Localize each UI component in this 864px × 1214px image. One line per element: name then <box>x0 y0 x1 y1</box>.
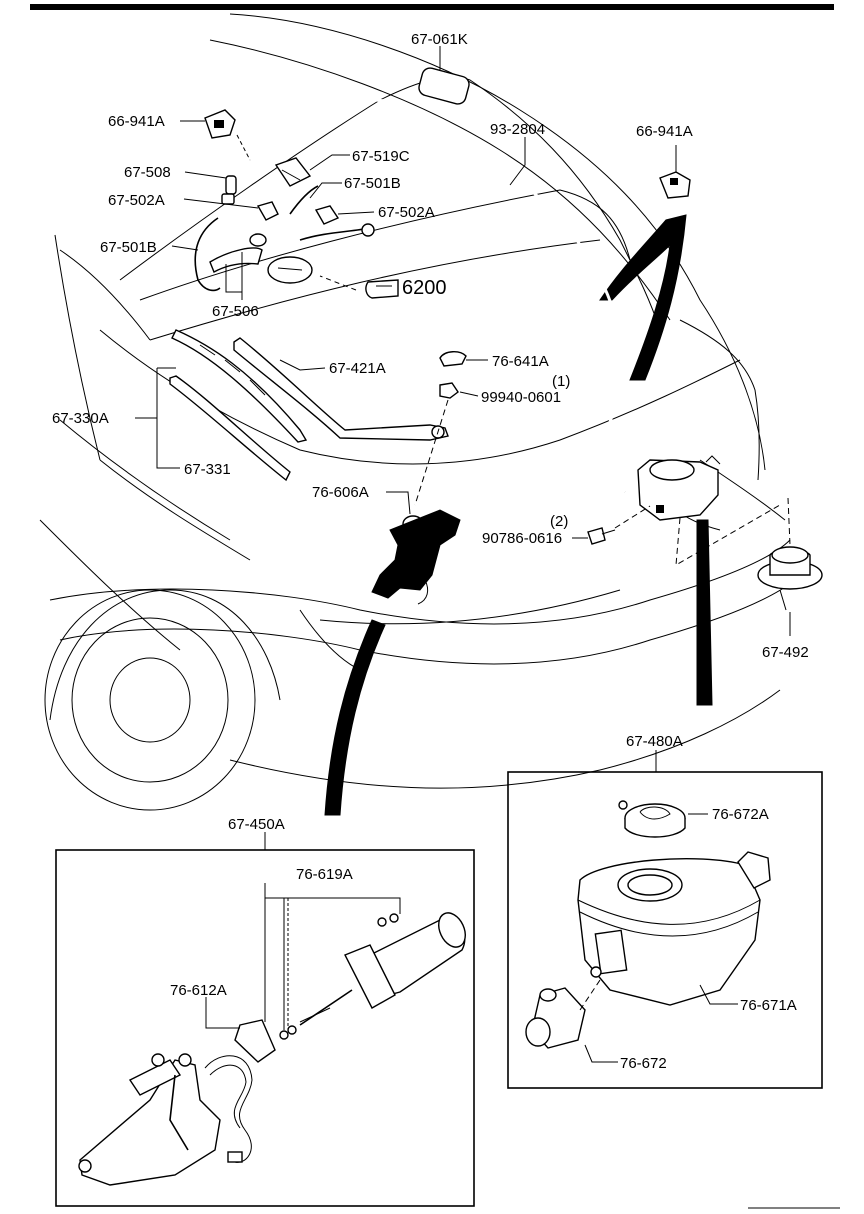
ref-6200-nozzle-assy <box>267 256 313 284</box>
leader-arrow-upper-right <box>599 214 687 381</box>
part-wiper-motor-installed <box>371 509 461 605</box>
label-90786-0616-qty: (2) <box>550 513 568 530</box>
label-66-941A-left: 66-941A <box>108 113 165 130</box>
part-67-421A-wiper-arm <box>233 337 449 441</box>
axis-line-motor <box>414 399 449 506</box>
label-76-612A: 76-612A <box>170 982 227 999</box>
label-76-672: 76-672 <box>620 1055 667 1072</box>
leader-arrow-motor <box>324 619 386 816</box>
label-67-502A-left: 67-502A <box>108 192 165 209</box>
label-76-606A: 76-606A <box>312 484 369 501</box>
label-66-941A-right: 66-941A <box>636 123 693 140</box>
part-67-501B-hose-top <box>289 185 319 215</box>
large-leader-arrows <box>324 214 713 816</box>
label-67-519C: 67-519C <box>352 148 410 165</box>
part-67-502A-joint-left <box>256 201 279 221</box>
label-67-450A: 67-450A <box>228 816 285 833</box>
part-washer-tank-installed <box>637 455 721 521</box>
label-67-421A: 67-421A <box>329 360 386 377</box>
label-67-502A-right: 67-502A <box>378 204 435 221</box>
top-border-bar <box>30 4 834 10</box>
part-76-672-pump <box>525 987 586 1049</box>
label-67-508: 67-508 <box>124 164 171 181</box>
part-76-612A-bracket <box>234 1019 297 1063</box>
part-90786-0616-bolt <box>587 527 616 545</box>
label-76-619A: 76-619A <box>296 866 353 883</box>
label-67-330A: 67-330A <box>52 410 109 427</box>
part-67-502A-joint-right <box>314 205 340 225</box>
label-93-2804: 93-2804 <box>490 121 545 138</box>
part-76-641A-cap <box>439 351 467 367</box>
detail-box-67-450A <box>55 832 475 1207</box>
part-67-508-check-valve <box>221 175 237 205</box>
label-67-501B-left: 67-501B <box>100 239 157 256</box>
part-labels: 67-061K 66-941A 93-2804 66-941A 67-508 6… <box>52 31 809 1072</box>
washer-hose <box>249 98 626 494</box>
part-67-061K-cover <box>418 67 470 105</box>
leader-arrow-tank <box>696 519 713 706</box>
label-67-506: 67-506 <box>212 303 259 320</box>
part-66-941A-clip-left <box>204 109 236 139</box>
label-67-492: 67-492 <box>762 644 809 661</box>
pointing-hand-icon <box>365 279 399 299</box>
part-67-330A-wiper-blade <box>171 329 308 443</box>
label-76-641A: 76-641A <box>492 353 549 370</box>
label-99940-0601: 99940-0601 <box>481 389 561 406</box>
part-67-501B-hose-left <box>194 217 221 292</box>
part-76-671A-tank <box>577 851 771 1006</box>
label-67-061K: 67-061K <box>411 31 468 48</box>
part-67-492-grommet <box>757 497 823 611</box>
leader-lines-upper <box>135 46 791 636</box>
part-67-331-blade-rubber <box>169 375 291 482</box>
part-66-941A-clip-right <box>659 171 691 199</box>
axis-line-tank-bolt <box>614 505 651 529</box>
label-99940-0601-qty: (1) <box>552 373 570 390</box>
label-90786-0616: 90786-0616 <box>482 530 562 547</box>
label-67-331: 67-331 <box>184 461 231 478</box>
label-76-671A: 76-671A <box>740 997 797 1014</box>
label-67-480A: 67-480A <box>626 733 683 750</box>
axis-line-grommet <box>675 504 781 566</box>
part-76-619A-motor <box>299 912 466 1026</box>
part-wiper-linkage <box>78 1053 253 1186</box>
label-67-501B-top: 67-501B <box>344 175 401 192</box>
detail-box-67-480A <box>507 750 823 1089</box>
label-76-672A: 76-672A <box>712 806 769 823</box>
part-76-672A-cap <box>618 800 686 838</box>
part-67-519C-connector <box>274 157 312 187</box>
part-99940-0601-nut <box>439 382 459 399</box>
part-67-506-grommet <box>209 223 375 273</box>
label-6200: 6200 <box>402 277 447 299</box>
